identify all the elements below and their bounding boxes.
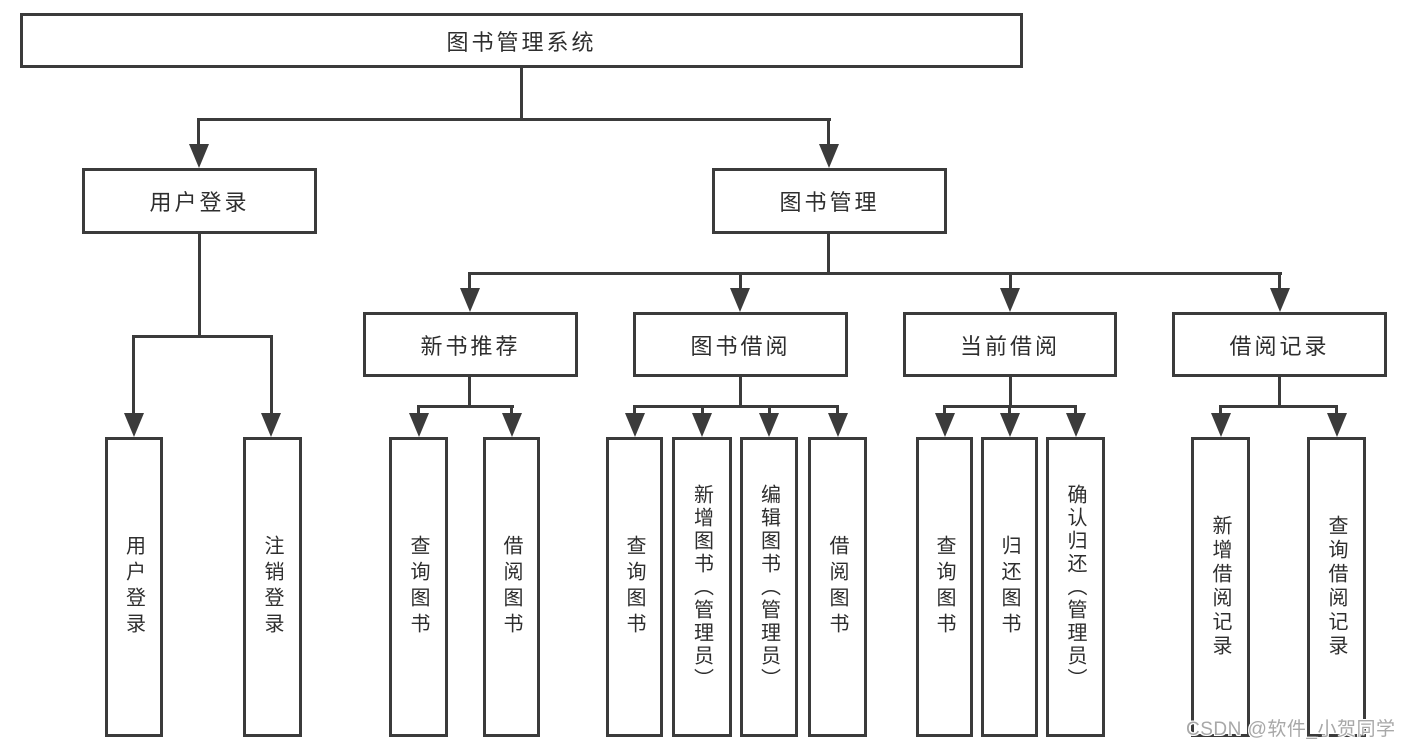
connector-line xyxy=(198,234,201,338)
connector-line xyxy=(701,405,704,417)
node-book-borrowing: 图书借阅 xyxy=(633,312,848,377)
leaf-label: 用户登录 xyxy=(122,535,145,639)
leaf-label: 新增图书（管理员） xyxy=(690,483,713,691)
leaf-label: 借阅图书 xyxy=(500,535,522,639)
connector-line xyxy=(270,335,273,415)
leaf-edit-book-admin: 编辑图书（管理员） xyxy=(740,437,798,737)
leaf-query-books-borrow: 查询图书 xyxy=(606,437,663,737)
arrow-down-icon xyxy=(1066,413,1086,437)
node-book-management: 图书管理 xyxy=(712,168,947,234)
leaf-borrow-books-borrow: 借阅图书 xyxy=(808,437,867,737)
connector-line xyxy=(520,68,523,121)
leaf-query-books-recommend: 查询图书 xyxy=(389,437,448,737)
leaf-label: 注销登录 xyxy=(261,535,283,639)
leaf-label: 借阅图书 xyxy=(826,535,848,639)
connector-line xyxy=(1009,272,1012,292)
connector-line xyxy=(132,335,273,338)
connector-line xyxy=(739,377,742,407)
connector-line xyxy=(836,405,839,417)
arrow-down-icon xyxy=(1211,413,1231,437)
arrow-down-icon xyxy=(730,288,750,312)
leaf-add-borrow-record: 新增借阅记录 xyxy=(1191,437,1250,737)
connector-line xyxy=(827,118,830,146)
arrow-down-icon xyxy=(460,288,480,312)
arrow-down-icon xyxy=(692,413,712,437)
connector-line xyxy=(1008,405,1011,417)
leaf-label: 新增借阅记录 xyxy=(1209,515,1231,659)
arrow-down-icon xyxy=(1327,413,1347,437)
connector-line xyxy=(132,335,135,415)
arrow-down-icon xyxy=(261,413,281,437)
arrow-down-icon xyxy=(759,413,779,437)
arrow-down-icon xyxy=(409,413,429,437)
leaf-label: 查询图书 xyxy=(407,535,429,639)
connector-line xyxy=(197,118,200,146)
node-label: 图书借阅 xyxy=(690,333,791,359)
node-user-login: 用户登录 xyxy=(82,168,317,234)
node-root-library-system: 图书管理系统 xyxy=(20,13,1023,68)
arrow-down-icon xyxy=(935,413,955,437)
node-new-book-recommend: 新书推荐 xyxy=(363,312,578,377)
connector-line xyxy=(1335,405,1338,417)
node-label: 图书管理系统 xyxy=(446,29,597,55)
connector-line xyxy=(1278,377,1281,407)
leaf-user-login: 用户登录 xyxy=(105,437,163,737)
leaf-confirm-return-admin: 确认归还（管理员） xyxy=(1046,437,1105,737)
leaf-label: 查询借阅记录 xyxy=(1325,515,1347,659)
leaf-query-borrow-record: 查询借阅记录 xyxy=(1307,437,1366,737)
arrow-down-icon xyxy=(625,413,645,437)
arrow-down-icon xyxy=(189,144,209,168)
node-label: 用户登录 xyxy=(149,190,250,215)
connector-line xyxy=(739,272,742,292)
arrow-down-icon xyxy=(1000,413,1020,437)
connector-line xyxy=(768,405,771,417)
connector-line xyxy=(468,272,471,292)
connector-line xyxy=(1219,405,1338,408)
arrow-down-icon xyxy=(819,144,839,168)
connector-line xyxy=(633,405,636,417)
connector-line xyxy=(417,405,514,408)
connector-line xyxy=(468,377,471,407)
connector-line xyxy=(827,234,830,275)
connector-line xyxy=(1009,377,1012,407)
arrow-down-icon xyxy=(502,413,522,437)
leaf-add-book-admin: 新增图书（管理员） xyxy=(672,437,732,737)
arrow-down-icon xyxy=(124,413,144,437)
connector-line xyxy=(633,405,839,408)
node-label: 当前借阅 xyxy=(959,333,1060,359)
node-label: 图书管理 xyxy=(779,190,880,215)
leaf-label: 查询图书 xyxy=(623,535,645,639)
connector-line xyxy=(468,272,1282,275)
arrow-down-icon xyxy=(828,413,848,437)
arrow-down-icon xyxy=(1000,288,1020,312)
leaf-label: 归还图书 xyxy=(998,535,1020,639)
connector-line xyxy=(510,405,513,417)
arrow-down-icon xyxy=(1270,288,1290,312)
connector-line xyxy=(417,405,420,417)
node-label: 借阅记录 xyxy=(1229,333,1330,359)
connector-line xyxy=(1278,272,1281,292)
node-label: 新书推荐 xyxy=(420,333,521,359)
leaf-label: 编辑图书（管理员） xyxy=(757,483,780,691)
connector-line xyxy=(1219,405,1222,417)
leaf-return-books: 归还图书 xyxy=(981,437,1038,737)
node-current-borrowing: 当前借阅 xyxy=(903,312,1117,377)
leaf-label: 查询图书 xyxy=(933,535,955,639)
leaf-label: 确认归还（管理员） xyxy=(1064,483,1086,691)
leaf-borrow-books-recommend: 借阅图书 xyxy=(483,437,540,737)
connector-line xyxy=(197,118,831,121)
csdn-watermark: CSDN @软件_小贺同学 xyxy=(1186,719,1396,740)
node-borrowing-records: 借阅记录 xyxy=(1172,312,1387,377)
leaf-logout-login: 注销登录 xyxy=(243,437,302,737)
leaf-query-books-current: 查询图书 xyxy=(916,437,973,737)
connector-line xyxy=(1074,405,1077,417)
connector-line xyxy=(943,405,946,417)
